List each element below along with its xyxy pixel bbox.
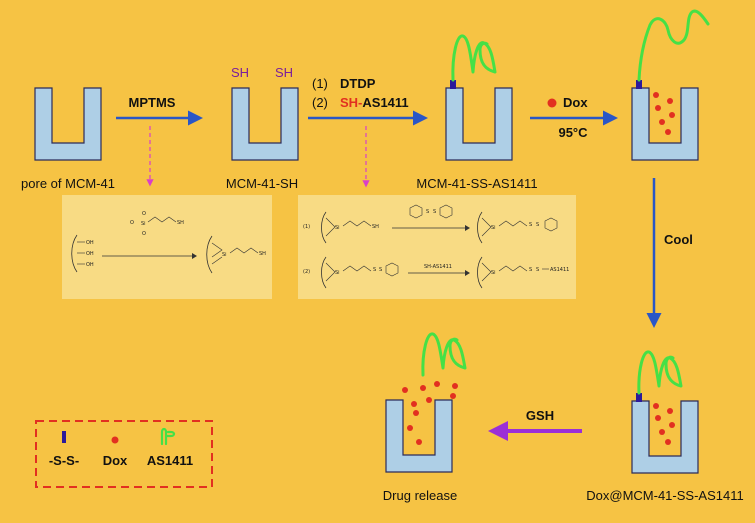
chem-oh: OH [86, 251, 94, 257]
dox-capped [665, 439, 671, 445]
disulfide-mark-loaded [636, 80, 642, 89]
dox-loaded [655, 105, 661, 111]
chem-si: Si [335, 225, 340, 231]
chem-sh: SH [177, 220, 184, 226]
aptamer-strand [451, 34, 497, 82]
aptamer-strand-released [421, 332, 467, 377]
legend-ss-label: -S-S- [49, 453, 79, 468]
dox-dot-step [547, 98, 557, 108]
chem-row2: (2) [303, 269, 310, 275]
disulfide-mark [450, 80, 456, 89]
chem-sh: SH [259, 251, 266, 257]
pore-aptamer [445, 34, 513, 161]
dox-released [426, 397, 432, 403]
step2-sh: SH- [340, 95, 362, 110]
dox-capped [659, 429, 665, 435]
chem-s: S [536, 267, 539, 273]
pore-release [385, 332, 467, 473]
dox-loaded [665, 129, 671, 135]
sh-label-left: SH [231, 65, 249, 80]
label-gsh: GSH [526, 408, 554, 423]
chem-s: S [529, 222, 532, 228]
pore-capped [631, 350, 699, 474]
label-mcm-ss: MCM-41-SS-AS1411 [416, 176, 537, 191]
chem-oh: OH [86, 240, 94, 246]
step1-num: (1) [312, 76, 328, 91]
step1-reagent: DTDP [340, 76, 376, 91]
dox-capped [667, 408, 673, 414]
pore-loaded-top [631, 9, 710, 161]
legend-apt-swatch [160, 427, 176, 446]
chem-row1: (1) [303, 224, 310, 230]
label-dox-step: Dox [563, 95, 588, 110]
chem-reagent: SH-AS1411 [424, 264, 452, 270]
dox-loaded [659, 119, 665, 125]
dox-released [452, 383, 458, 389]
chem-oh: OH [86, 262, 94, 268]
legend-ss-swatch [62, 431, 66, 443]
label-drug-release: Drug release [383, 488, 457, 503]
step2-aptamer: AS1411 [362, 95, 408, 110]
chem-o: O [142, 211, 146, 217]
label-mcm-sh: MCM-41-SH [226, 176, 298, 191]
aptamer-strand-capped [637, 350, 683, 395]
label-pore: pore of MCM-41 [21, 176, 115, 191]
legend-dox-label: Dox [103, 453, 128, 468]
dox-capped [669, 422, 675, 428]
dox-released [416, 439, 422, 445]
chem-si: Si [141, 221, 146, 227]
label-temperature: 95°C [558, 125, 588, 140]
chem-s: S [426, 209, 429, 215]
step2-reagent: SH-AS1411 [340, 95, 409, 110]
label-mptms: MPTMS [129, 95, 176, 110]
aptamer-strand-extended [637, 9, 710, 82]
dox-capped [653, 403, 659, 409]
step2-num: (2) [312, 95, 328, 110]
dox-released [434, 381, 440, 387]
dox-released [411, 401, 417, 407]
chem-s: S [529, 267, 532, 273]
label-cool: Cool [664, 232, 693, 247]
chem-si: Si [491, 270, 496, 276]
label-dox-mcm: Dox@MCM-41-SS-AS1411 [586, 488, 743, 503]
sh-label-right: SH [275, 65, 293, 80]
chem-si: Si [335, 270, 340, 276]
reaction-box-disulfide: (1) Si SH S S Si S S (2) Si S S SH-AS141… [298, 195, 576, 299]
legend-box [35, 420, 213, 488]
dox-loaded [669, 112, 675, 118]
dox-loaded [653, 92, 659, 98]
chem-product-apt: AS1411 [550, 267, 569, 273]
chem-s: S [536, 222, 539, 228]
chem-si: Si [222, 252, 227, 258]
dox-loaded [667, 98, 673, 104]
dox-capped [655, 415, 661, 421]
chem-o: O [130, 220, 134, 226]
pore-thiol [231, 87, 299, 161]
chem-si: Si [491, 225, 496, 231]
chem-o: O [142, 231, 146, 237]
chem-s: S [433, 209, 436, 215]
legend-apt-label: AS1411 [147, 453, 193, 468]
dox-released [407, 425, 413, 431]
dox-released [450, 393, 456, 399]
dox-released [413, 410, 419, 416]
dox-released [420, 385, 426, 391]
pore-bare [34, 87, 102, 161]
reaction-box-silanization: OH OH OH O O Si O SH Si SH [62, 195, 272, 299]
disulfide-mark-capped [636, 393, 642, 402]
dox-released [402, 387, 408, 393]
chem-s: S [373, 267, 376, 273]
chem-sh: SH [372, 224, 379, 230]
chem-s: S [379, 267, 382, 273]
legend-dox-swatch [111, 436, 119, 444]
